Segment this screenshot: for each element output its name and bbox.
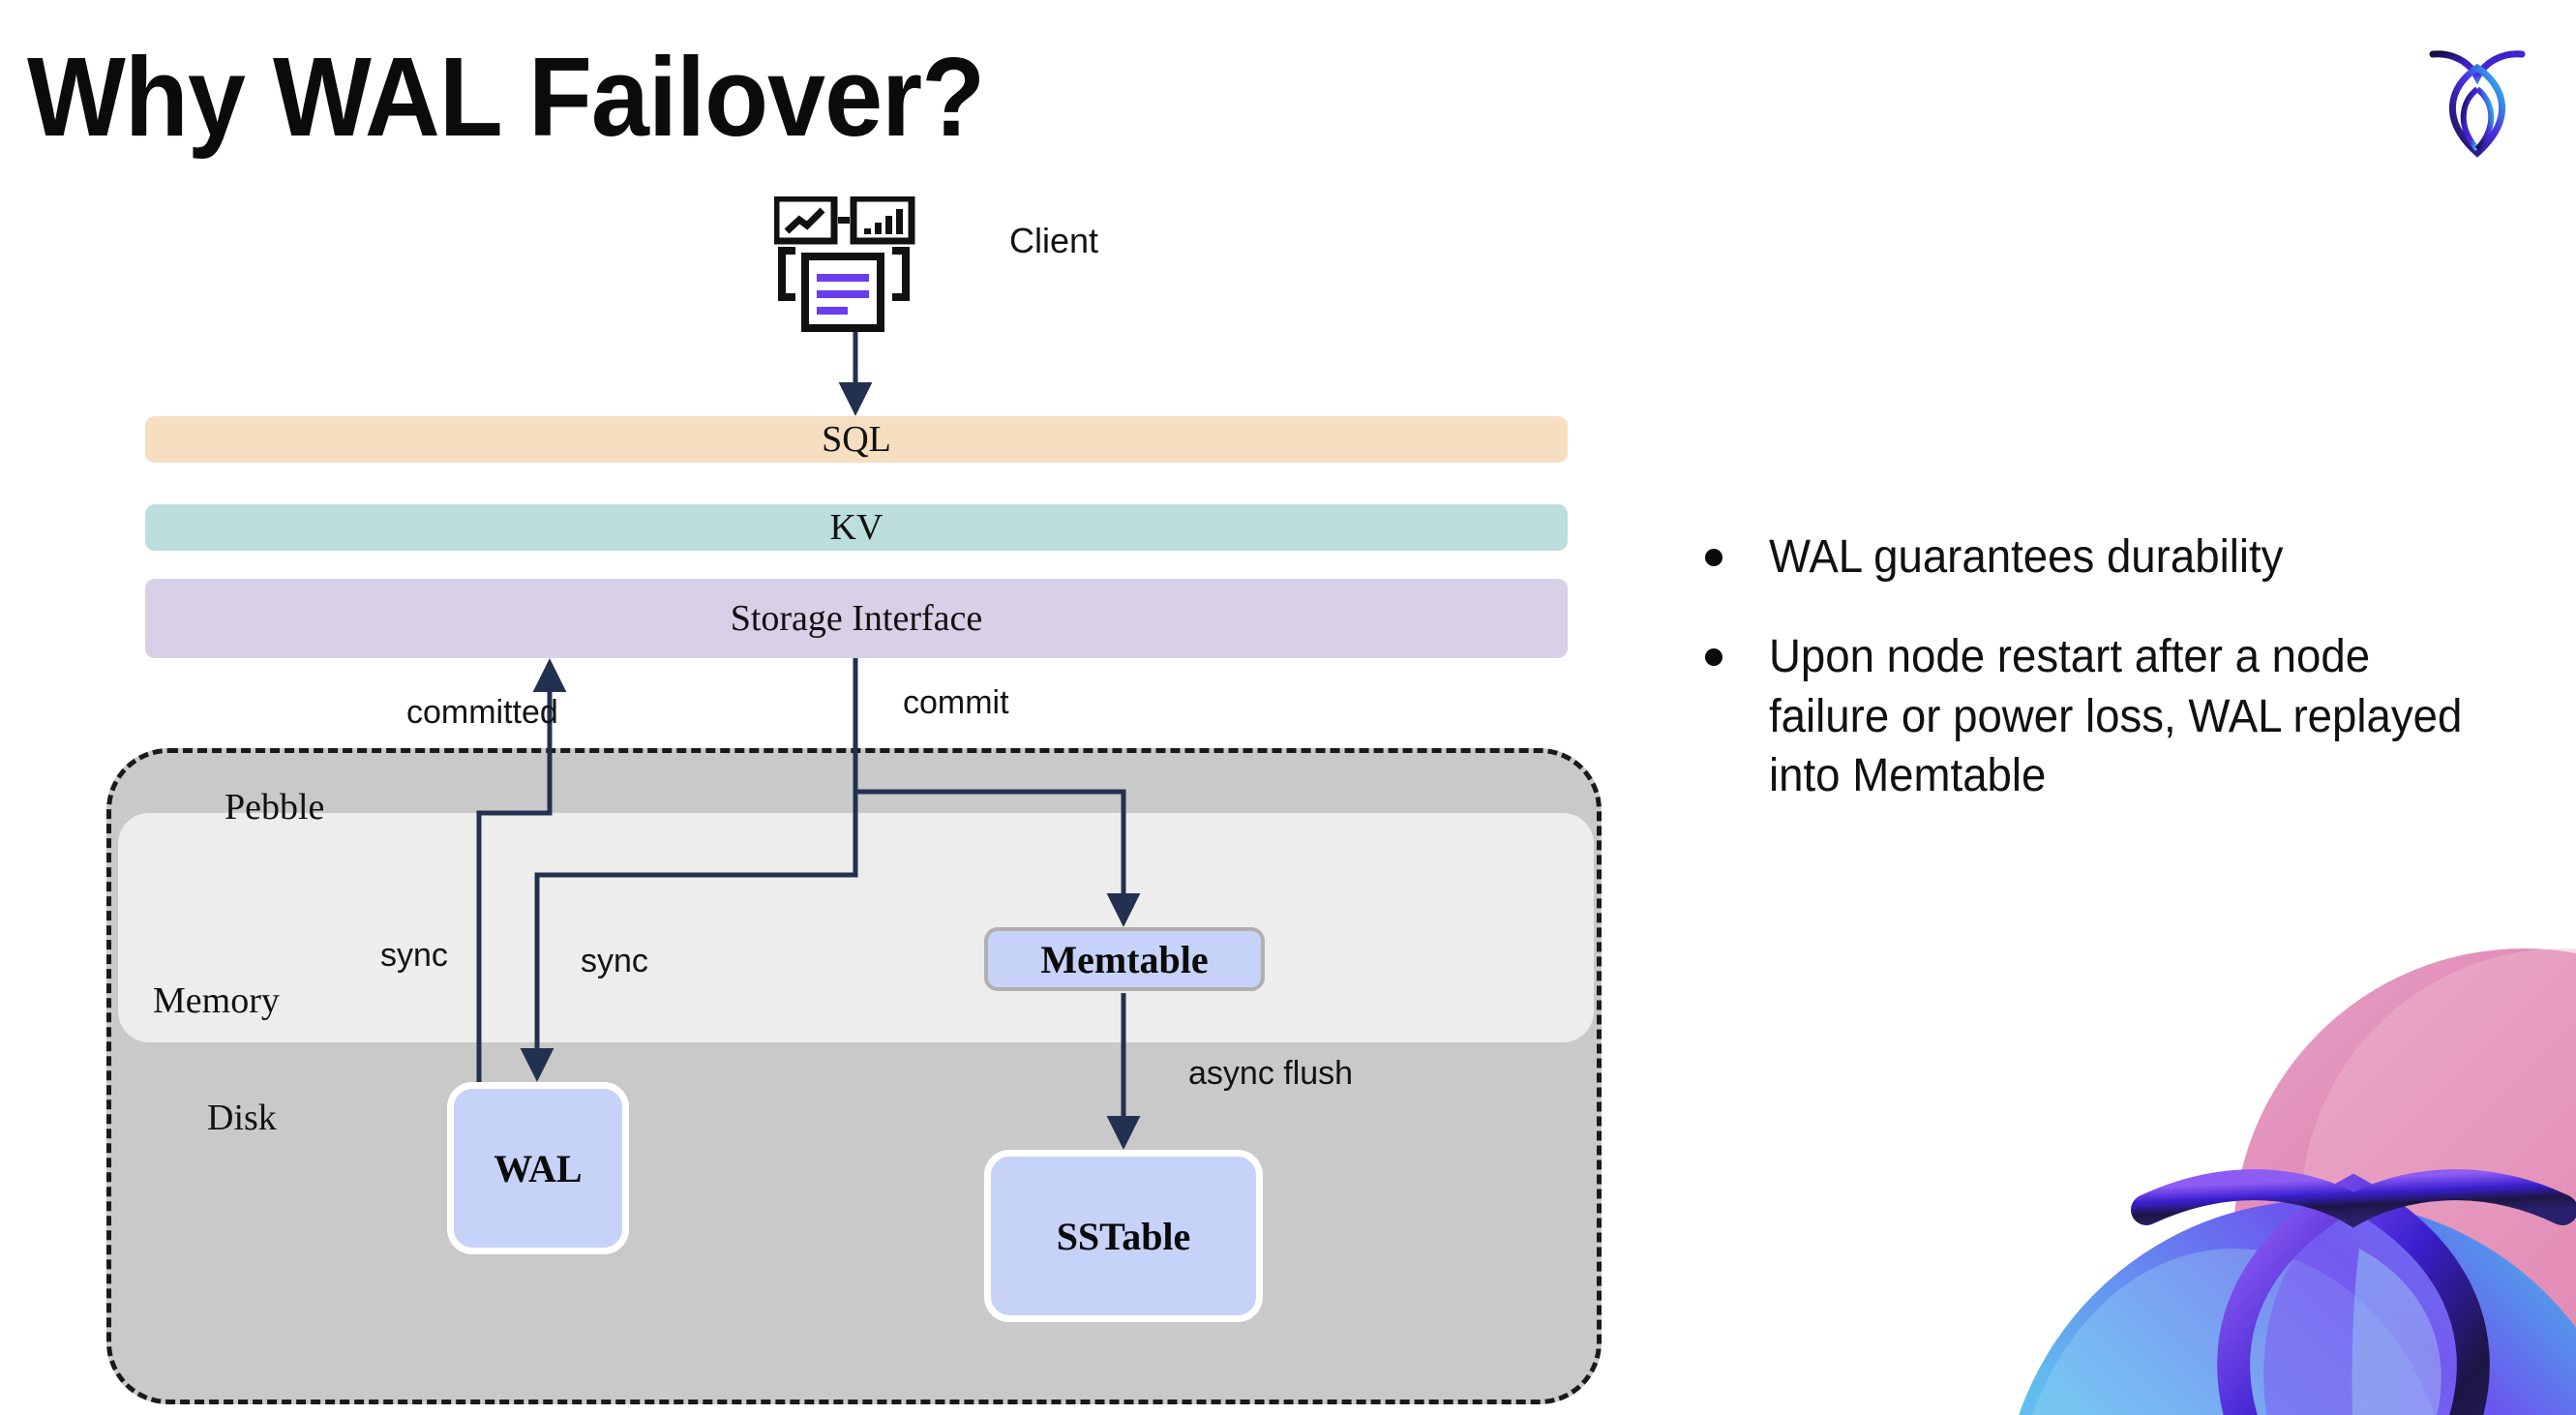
memory-region [118, 813, 1594, 1042]
memory-label: Memory [153, 980, 280, 1021]
bullet-text: WAL guarantees durability [1769, 531, 2284, 583]
component-label-sstable: SSTable [1056, 1214, 1191, 1258]
component-label-memtable: Memtable [1040, 937, 1209, 981]
bullet-dot-icon [1705, 549, 1722, 566]
page-title: Why WAL Failover? [27, 34, 985, 160]
edge-label-commit: commit [903, 684, 1009, 721]
list-item: Upon node restart after a node failure o… [1705, 627, 2508, 805]
edge-label-sync-1: sync [380, 937, 448, 974]
layer-bar-storage-interface: Storage Interface [145, 579, 1568, 658]
layer-label-sql: SQL [822, 419, 891, 460]
edge-label-committed: committed [406, 694, 558, 731]
cockroachdb-logo-icon [2419, 39, 2535, 165]
layer-bar-kv: KV [145, 504, 1568, 551]
component-wal: WAL [447, 1082, 629, 1254]
component-label-wal: WAL [494, 1146, 583, 1190]
decorative-logo-graphic [1943, 919, 2576, 1415]
edge-label-sync-2: sync [581, 943, 648, 979]
pebble-label: Pebble [225, 787, 325, 828]
client-label: Client [1009, 221, 1099, 260]
bullet-dot-icon [1705, 648, 1722, 667]
bullet-list: WAL guarantees durability Upon node rest… [1705, 527, 2508, 847]
component-sstable: SSTable [984, 1150, 1263, 1322]
layer-label-storage-interface: Storage Interface [730, 598, 983, 639]
edge-label-async-flush: async flush [1188, 1055, 1354, 1092]
list-item: WAL guarantees durability [1705, 527, 2508, 587]
disk-label: Disk [207, 1098, 277, 1138]
client-dashboard-icon [772, 195, 931, 332]
bullet-text: Upon node restart after a node failure o… [1769, 631, 2463, 802]
layer-label-kv: KV [829, 507, 884, 548]
component-memtable: Memtable [984, 927, 1265, 991]
layer-bar-sql: SQL [145, 416, 1568, 463]
